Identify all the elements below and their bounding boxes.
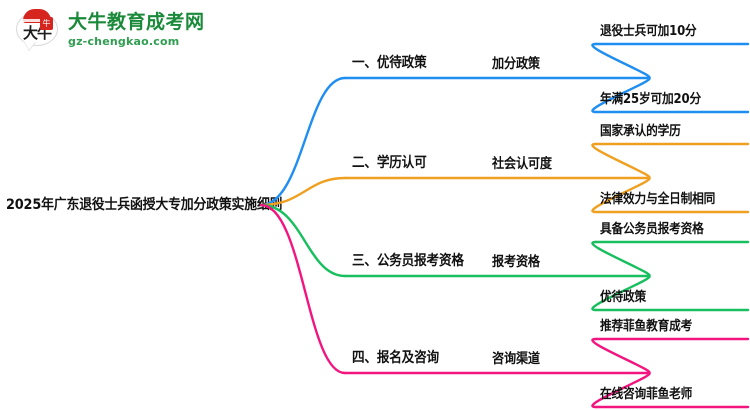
branch-2-leaf-2-label[interactable]: 法律效力与全日制相同 — [600, 192, 716, 207]
connector-line — [591, 42, 651, 80]
branch-1-level2-label[interactable]: 加分政策 — [492, 56, 540, 72]
branch-1-leaf-1-label[interactable]: 退役士兵可加10分 — [600, 24, 697, 39]
branch-4-leaf-2-label[interactable]: 在线咨询菲鱼老师 — [600, 387, 693, 402]
connector-line — [591, 142, 651, 180]
branch-2-leaf-1-label[interactable]: 国家承认的学历 — [600, 124, 681, 139]
branch-2-level1-label[interactable]: 二、学历认可 — [352, 155, 427, 171]
connector-line — [259, 203, 347, 375]
branch-3-leaf-1-label[interactable]: 具备公务员报考资格 — [600, 222, 704, 237]
mindmap-center-title: 2025年广东退役士兵函授大专加分政策实施细则 — [6, 197, 283, 213]
speech-bubble-tail — [24, 41, 36, 50]
branch-4-leaf-1-label[interactable]: 推荐菲鱼教育成考 — [600, 319, 693, 334]
branch-3-level2-label[interactable]: 报考资格 — [492, 254, 540, 270]
site-logo: 大牛 牛 大牛教育成考网 gz-chengkao.com — [14, 8, 205, 52]
branch-1-leaf-2-label[interactable]: 年满25岁可加20分 — [600, 92, 701, 107]
daniu-stamp-icon: 大牛 牛 — [14, 8, 60, 52]
cap-stripe-shape — [23, 19, 51, 22]
connector-line — [259, 203, 347, 278]
logo-seal-text: 牛 — [40, 17, 53, 30]
connector-line — [259, 76, 347, 207]
connector-line — [591, 337, 651, 375]
branch-2-level2-label[interactable]: 社会认可度 — [492, 156, 552, 172]
logo-title: 大牛教育成考网 — [68, 11, 205, 33]
logo-text-group: 大牛教育成考网 gz-chengkao.com — [68, 11, 205, 48]
branch-4-level1-label[interactable]: 四、报名及咨询 — [352, 350, 439, 366]
branch-3-leaf-2-label[interactable]: 优待政策 — [600, 290, 647, 305]
branch-1-level1-label[interactable]: 一、优待政策 — [352, 55, 427, 71]
logo-subtitle: gz-chengkao.com — [68, 35, 180, 48]
branch-4-level2-label[interactable]: 咨询渠道 — [492, 351, 540, 367]
connector-line — [591, 240, 651, 278]
branch-3-level1-label[interactable]: 三、公务员报考资格 — [352, 253, 464, 269]
